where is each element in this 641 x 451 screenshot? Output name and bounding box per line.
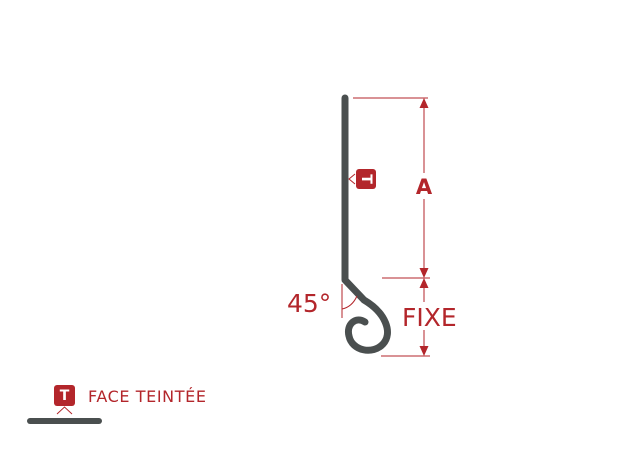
legend: T FACE TEINTÉE — [27, 385, 207, 424]
dimension-fixe-label: FIXE — [402, 303, 457, 332]
dimension-fixe-label-bg — [400, 302, 468, 330]
legend-badge-letter: T — [60, 388, 70, 404]
angle-annotation: 45° — [287, 284, 358, 318]
angle-label: 45° — [287, 289, 331, 318]
dimension-a: A — [414, 98, 434, 278]
legend-label: FACE TEINTÉE — [88, 387, 207, 406]
dimension-a-label-bg — [414, 173, 434, 199]
dimension-fixe-arrow-bottom — [419, 346, 429, 356]
legend-badge — [54, 385, 75, 406]
legend-caret — [56, 406, 73, 415]
extension-lines — [353, 97, 430, 357]
profile-shape — [341, 94, 391, 354]
dimension-a-arrow-bottom — [419, 268, 429, 278]
angle-arc — [341, 295, 358, 310]
tinted-face-marker: T — [348, 169, 376, 189]
marker-leader — [348, 173, 356, 185]
dimension-a-arrow-top — [419, 98, 429, 108]
marker-letter: T — [358, 174, 374, 184]
dimension-fixe: FIXE — [400, 278, 468, 356]
dimension-fixe-arrow-top — [419, 278, 429, 288]
dimension-a-label: A — [416, 175, 433, 199]
marker-badge — [356, 169, 376, 189]
